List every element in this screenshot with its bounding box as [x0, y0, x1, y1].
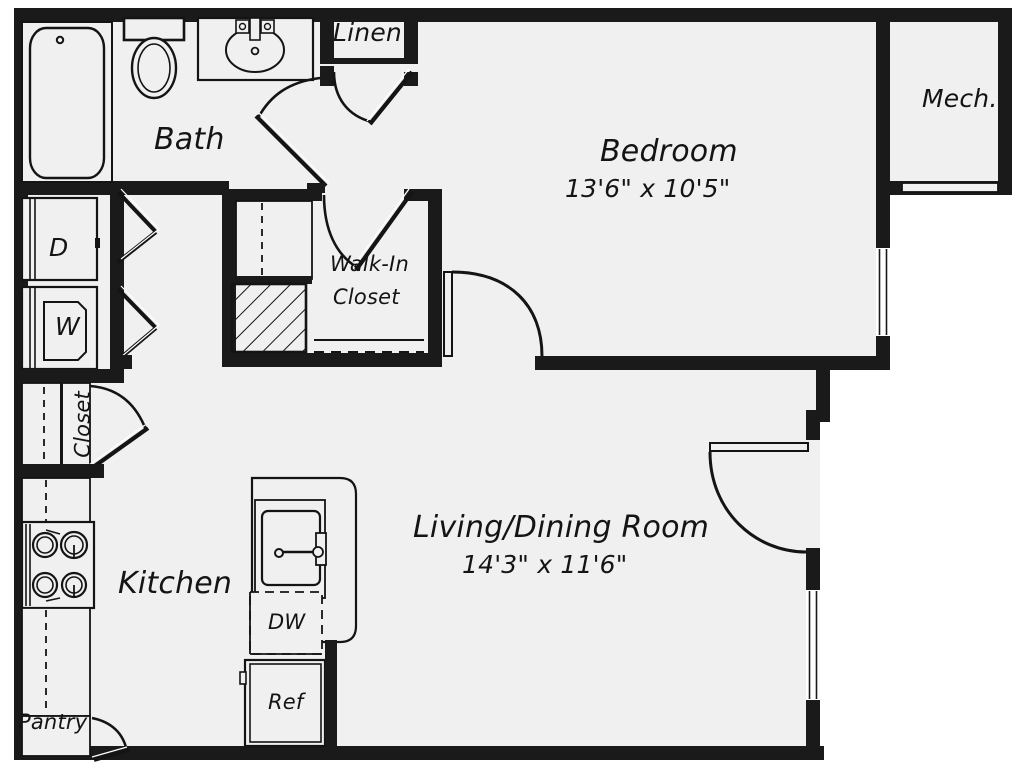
wall-walkin-jamb-top: [307, 183, 325, 193]
wall-jog-vertical: [816, 356, 830, 422]
burner-front-left: [31, 531, 59, 559]
kitchen-counter-lower: [21, 607, 91, 717]
bedroom-door[interactable]: [443, 270, 544, 357]
linen-shelf-line: [320, 58, 418, 64]
toilet-tank: [122, 16, 186, 42]
linen-closet: [320, 8, 418, 126]
wall-linen-left: [320, 8, 334, 70]
wall-laundry-right: [110, 181, 124, 381]
wall-walkin-bottom: [222, 353, 442, 367]
wall-top-right: [895, 8, 1012, 22]
wall-laundry-bottom: [14, 369, 124, 383]
faucet-spout: [249, 17, 261, 41]
laundry-door-top[interactable]: [116, 188, 160, 264]
wall-living-right-lower: [806, 700, 820, 760]
burner-rear-right: [60, 571, 88, 599]
range-cooktop: [20, 520, 96, 610]
wall-bedroom-bottom-left: [535, 356, 825, 370]
exterior-walls: [14, 8, 1012, 760]
kitchen-closet: [14, 382, 150, 478]
refrigerator: [239, 658, 327, 748]
wall-linen-jamb-left: [320, 66, 334, 86]
pantry-cabinet: [21, 715, 91, 757]
wall-walkin-top-left: [222, 189, 322, 201]
laundry-area: [14, 188, 160, 383]
bath-area: [14, 16, 330, 381]
living-window: [806, 590, 820, 700]
sink-drain: [250, 46, 260, 56]
closet-door[interactable]: [88, 384, 150, 470]
sink-basin-kitchen: [260, 509, 322, 587]
wall-laundry-jamb: [110, 355, 132, 369]
vanity-sink: [196, 16, 315, 82]
faucet-handle-left: [235, 19, 250, 34]
floor-fill-main: [14, 8, 1010, 760]
walkin-closet: [222, 183, 442, 367]
toilet: [122, 16, 186, 100]
walkin-shelf-block: [235, 200, 313, 280]
floor-fill-group: [14, 8, 1010, 760]
bath-door[interactable]: [254, 76, 330, 188]
fridge-handle: [239, 671, 247, 685]
closet-box: [21, 382, 91, 469]
walkin-shelf-edge: [236, 276, 312, 284]
wall-walkin-right: [428, 189, 442, 367]
wall-living-right-upper: [806, 410, 820, 440]
wall-closet-bottom: [14, 464, 104, 478]
laundry-door-bot[interactable]: [116, 285, 160, 362]
wall-bath-bottom-right: [124, 181, 229, 195]
wall-walkin-top-right: [404, 189, 442, 201]
kitchen-counter-upper: [21, 477, 91, 525]
linen-door[interactable]: [332, 68, 414, 126]
wall-bottom-exterior: [14, 746, 824, 760]
wall-living-right-mid: [806, 548, 820, 590]
wall-bedroom-right-upper: [876, 8, 890, 248]
wall-bedroom-bottom-right: [820, 356, 890, 370]
dishwasher: [249, 591, 323, 655]
washer: [20, 285, 99, 371]
pantry-door[interactable]: [91, 716, 130, 762]
burner-front-right: [31, 571, 59, 599]
wall-right-mech: [998, 8, 1012, 195]
faucet-handle-right: [260, 19, 275, 34]
bathtub: [21, 21, 113, 183]
dryer: [20, 196, 100, 282]
entry-door[interactable]: [708, 442, 809, 554]
wall-bath-bottom-left: [14, 181, 124, 195]
windows-group: [806, 248, 890, 700]
walkin-door[interactable]: [322, 188, 414, 272]
kitchen-area: [20, 476, 358, 762]
wall-kitchen-divider: [325, 640, 337, 746]
structural-column-hatched: [230, 282, 308, 354]
mech-door[interactable]: [901, 182, 999, 193]
bedroom-window: [876, 248, 890, 336]
